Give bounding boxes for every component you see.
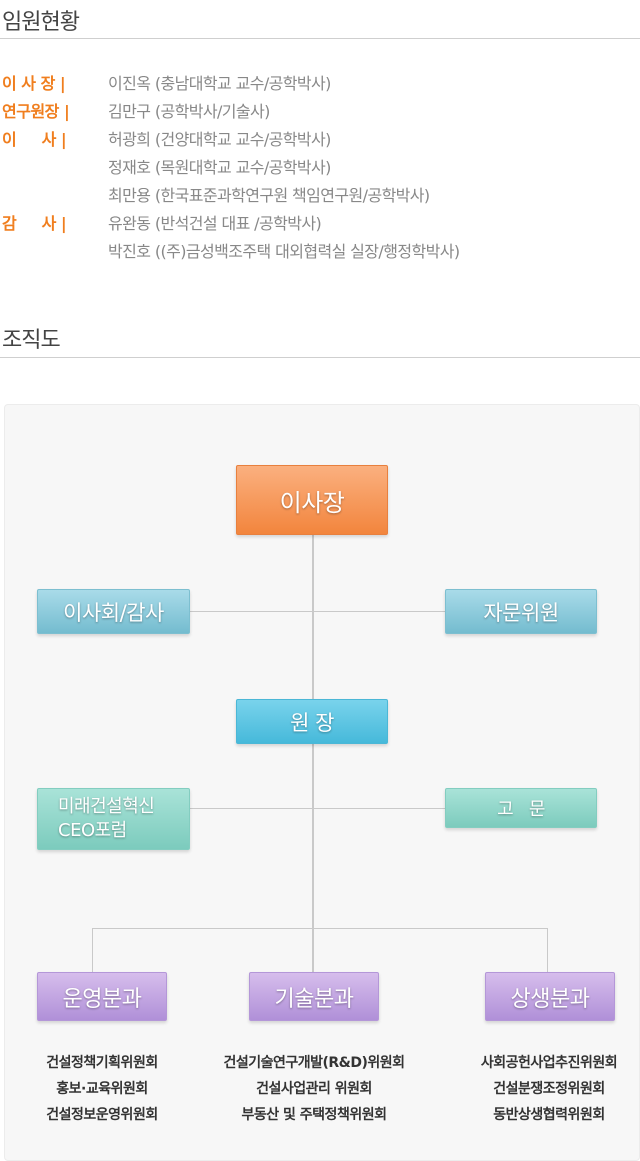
executives-title: 임원현황 — [2, 10, 80, 35]
division-box-cooperation: 상생분과 — [485, 972, 615, 1021]
board-box: 이사회/감사 — [37, 589, 190, 634]
executives-divider — [0, 38, 640, 39]
executive-role: 연구원장 | — [2, 102, 70, 121]
executive-row: 이 사 장 | 이진옥 (충남대학교 교수/공학박사) — [0, 69, 331, 95]
executive-row: 정재호 (목원대학교 교수/공학박사) — [0, 153, 331, 179]
executive-person: 유완동 (반석건설 대표 /공학박사) — [108, 214, 322, 233]
connector-board-advisory — [190, 611, 446, 612]
executive-row: 이 사 | 허광희 (건양대학교 교수/공학박사) — [0, 125, 331, 151]
committee-item: 건설정보운영위원회 — [46, 1107, 158, 1123]
executive-person: 최만용 (한국표준과학연구원 책임연구원/공학박사) — [108, 186, 430, 205]
committee-item: 건설사업관리 위원회 — [256, 1081, 372, 1097]
executive-person: 김만구 (공학박사/기술사) — [108, 102, 270, 121]
connector-division-right — [547, 928, 548, 972]
committee-item: 동반상생협력위원회 — [493, 1107, 605, 1123]
forum-box: 미래건설혁신 CEO포럼 — [37, 788, 190, 850]
committee-item: 건설분쟁조정위원회 — [493, 1081, 605, 1097]
executive-role: 이 사 | — [2, 130, 67, 149]
connector-main-vertical — [312, 535, 314, 972]
executive-person: 박진호 ((주)금성백조주택 대외협력실 실장/행정학박사) — [108, 242, 460, 261]
org-chart-title: 조직도 — [2, 328, 61, 353]
connector-divisions-horizontal — [92, 928, 548, 929]
executive-person: 허광희 (건양대학교 교수/공학박사) — [108, 130, 331, 149]
executive-row: 감 사 | 유완동 (반석건설 대표 /공학박사) — [0, 209, 322, 235]
executive-person: 이진옥 (충남대학교 교수/공학박사) — [108, 74, 331, 93]
org-chart-divider — [0, 357, 640, 358]
advisory-committee-box: 자문위원 — [445, 589, 597, 634]
executive-person: 정재호 (목원대학교 교수/공학박사) — [108, 158, 331, 177]
executive-row: 연구원장 | 김만구 (공학박사/기술사) — [0, 97, 270, 123]
committee-list-technology: 건설기술연구개발(R&D)위원회 건설사업관리 위원회 부동산 및 주택정책위원… — [204, 1050, 424, 1128]
division-box-operations: 운영분과 — [37, 972, 167, 1021]
executive-role: 이 사 장 | — [2, 74, 66, 93]
chairman-box: 이사장 — [236, 465, 388, 535]
committee-item: 사회공헌사업추진위원회 — [480, 1055, 618, 1071]
committee-item: 부동산 및 주택정책위원회 — [241, 1107, 387, 1123]
executive-role: 감 사 | — [2, 214, 67, 233]
executive-row: 최만용 (한국표준과학연구원 책임연구원/공학박사) — [0, 181, 430, 207]
division-box-technology: 기술분과 — [249, 972, 379, 1021]
connector-division-left — [92, 928, 93, 972]
forum-label-line1: 미래건설혁신 — [58, 796, 155, 817]
advisor-box: 고 문 — [445, 788, 597, 828]
committee-list-cooperation: 사회공헌사업추진위원회 건설분쟁조정위원회 동반상생협력위원회 — [460, 1050, 638, 1128]
committee-item: 건설기술연구개발(R&D)위원회 — [223, 1055, 405, 1071]
committee-item: 건설정책기획위원회 — [46, 1055, 158, 1071]
committee-item: 홍보·교육위원회 — [56, 1081, 148, 1097]
connector-forum-advisor — [190, 808, 446, 809]
committee-list-operations: 건설정책기획위원회 홍보·교육위원회 건설정보운영위원회 — [22, 1050, 182, 1128]
forum-label-line2: CEO포럼 — [58, 820, 127, 841]
director-box: 원 장 — [236, 699, 388, 744]
executive-row: 박진호 ((주)금성백조주택 대외협력실 실장/행정학박사) — [0, 237, 460, 263]
